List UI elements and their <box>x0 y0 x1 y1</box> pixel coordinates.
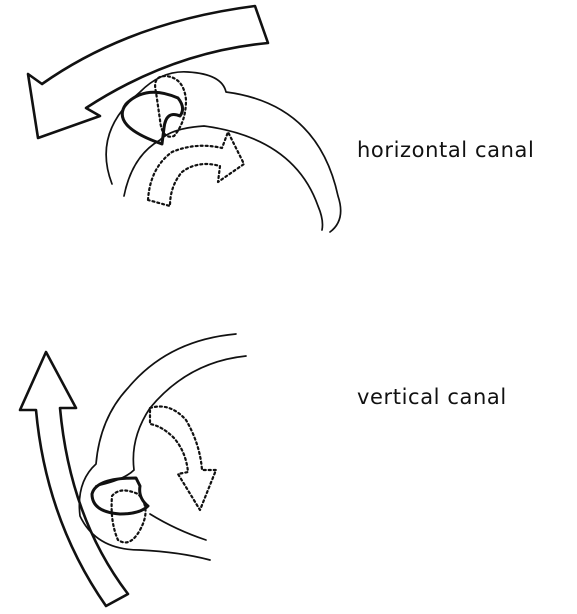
horizontal-canal-outer-wall <box>106 72 341 232</box>
horizontal-canal-label: horizontal canal <box>357 138 534 162</box>
vertical-canal-figure <box>20 334 246 606</box>
vertical-canal-inner-wall <box>96 356 246 486</box>
vertical-endolymph-flow-arrow <box>150 407 216 511</box>
vertical-canal-outer-wall <box>79 334 236 560</box>
vertical-canal-inner-wall-lower <box>150 514 206 540</box>
horizontal-canal-figure <box>28 6 341 232</box>
vertical-canal-label: vertical canal <box>357 385 507 409</box>
horizontal-rotation-arrow <box>28 6 268 138</box>
